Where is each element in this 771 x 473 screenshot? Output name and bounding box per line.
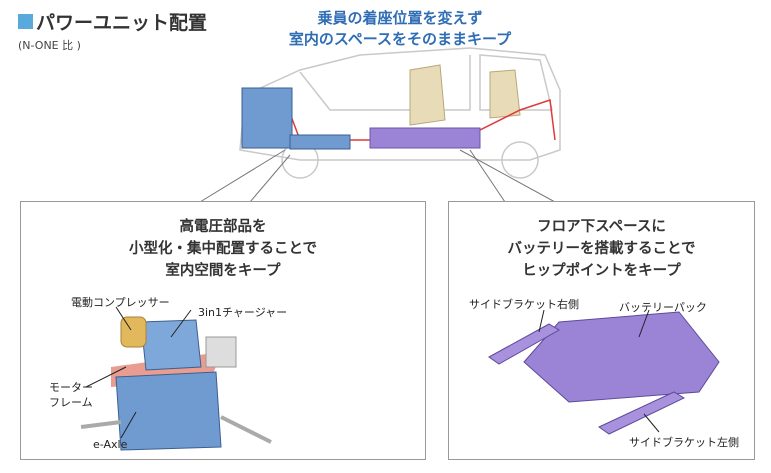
left-title-line1: 高電圧部品を [179,219,267,235]
subframe [80,415,272,444]
left-title-line3: 室内空間をキープ [165,263,281,279]
label-frame-1: モーター [49,381,93,394]
left-panel: 高電圧部品を 小型化・集中配置することで 室内空間をキープ 電動コンプレッサー … [20,201,426,460]
label-compressor: 電動コンプレッサー [71,296,170,309]
left-title-line2: 小型化・集中配置することで [128,241,318,257]
left-panel-title: 高電圧部品を 小型化・集中配置することで 室内空間をキープ [21,216,425,282]
e-axle-unit [115,371,222,451]
battery-floor [369,127,481,149]
callout-lines [199,149,556,203]
headline-line2: 室内のスペースをそのままキープ [288,30,512,48]
battery-pack [523,311,720,403]
leader-lines [85,306,192,439]
section-title: パワーユニット配置 [18,8,207,35]
auxiliary-battery [205,336,237,368]
label-bracket-left: サイドブラケット左側 [629,436,739,449]
leader-lines [538,309,660,433]
comparison-note: (N-ONE 比 ) [18,39,81,52]
label-e-axle: e-Axle [93,438,128,451]
bracket-right [488,323,560,365]
right-title-line1: フロア下スペースに [537,219,666,235]
battery-diagram [488,309,720,435]
label-frame-2: フレーム [49,396,93,409]
title-square-icon [18,14,33,29]
right-title-line2: バッテリーを搭載することで [507,241,696,257]
charger-unit [140,319,202,371]
car-body [239,47,561,179]
right-panel-title: フロア下スペースに バッテリーを搭載することで ヒップポイントをキープ [449,216,754,282]
right-title-line3: ヒップポイントをキープ [522,263,681,279]
bracket-left [598,391,686,435]
right-panel: フロア下スペースに バッテリーを搭載することで ヒップポイントをキープ サイドブ… [448,201,755,460]
power-unit-front [241,87,351,150]
headline: 乗員の着座位置を変えず室内のスペースをそのままキープ [250,8,550,50]
seats [409,64,521,126]
headline-line1: 乗員の着座位置を変えず [317,9,483,27]
label-charger: 3in1チャージャー [198,306,288,319]
label-battery-pack: バッテリーパック [619,301,707,314]
power-unit-diagram [80,306,272,451]
label-bracket-right: サイドブラケット右側 [469,298,579,311]
title-text: パワーユニット配置 [36,12,208,34]
compressor-unit [120,316,147,348]
